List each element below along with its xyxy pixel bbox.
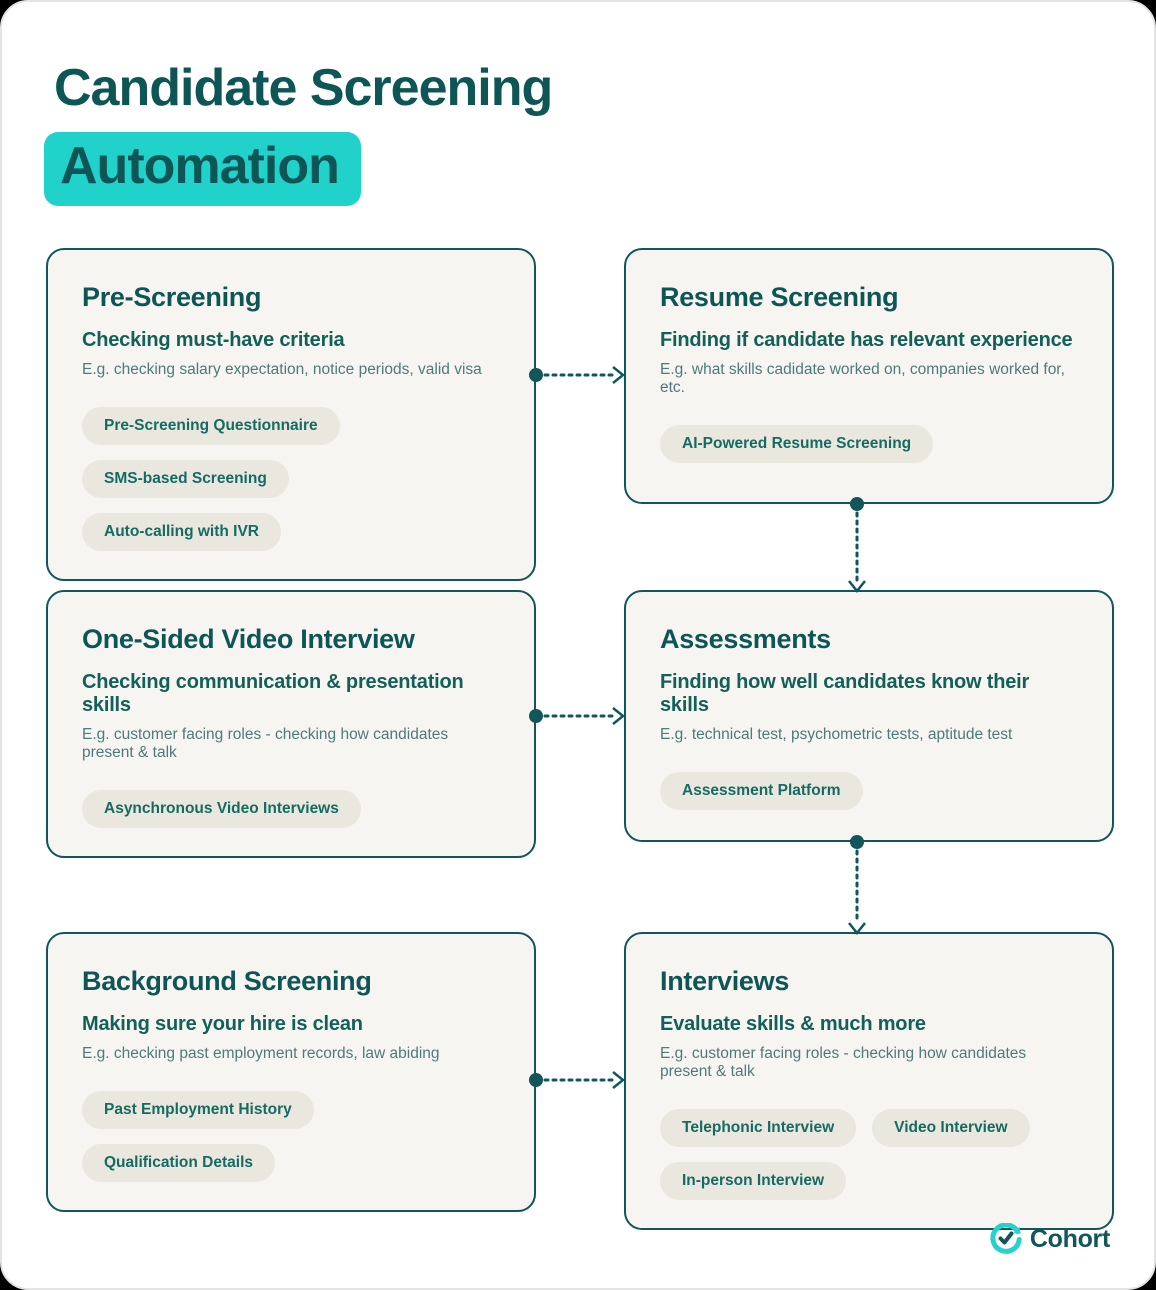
card-title: Interviews xyxy=(660,966,790,996)
tag-pill: Video Interview xyxy=(872,1109,1030,1147)
tag-list: Assessment Platform xyxy=(660,772,1078,810)
card-background-screening: Background Screening Making sure your hi… xyxy=(46,932,536,1212)
card-resume-screening: Resume Screening Finding if candidate ha… xyxy=(624,248,1114,504)
arrow-pre-screening-to-resume xyxy=(529,366,626,384)
card-subtitle: Making sure your hire is clean xyxy=(82,1013,363,1035)
page-title-highlight: Automation xyxy=(44,132,361,206)
arrow-background-to-interviews xyxy=(529,1071,626,1089)
tag-pill: In-person Interview xyxy=(660,1162,847,1200)
tag-pill: SMS-based Screening xyxy=(82,460,289,498)
tag-pill: Qualification Details xyxy=(82,1144,276,1182)
tag-pill: Telephonic Interview xyxy=(660,1109,857,1147)
cohort-logo-icon xyxy=(990,1223,1022,1254)
tag-pill: Pre-Screening Questionnaire xyxy=(82,407,340,445)
card-one-sided-video-interview: One-Sided Video Interview Checking commu… xyxy=(46,590,536,858)
brand-footer: Cohort xyxy=(990,1223,1110,1255)
brand-name: Cohort xyxy=(1029,1224,1110,1253)
card-example: E.g. checking past employment records, l… xyxy=(82,1045,440,1062)
card-example: E.g. checking salary expectation, notice… xyxy=(82,361,482,378)
card-title: Assessments xyxy=(660,624,831,654)
card-title: Resume Screening xyxy=(660,282,899,312)
tag-pill: Asynchronous Video Interviews xyxy=(82,790,361,828)
tag-pill: Past Employment History xyxy=(82,1091,314,1129)
arrow-resume-to-assessments xyxy=(848,497,866,594)
card-interviews: Interviews Evaluate skills & much more E… xyxy=(624,932,1114,1230)
tag-list: Past Employment History Qualification De… xyxy=(82,1091,500,1182)
arrow-video-to-assessments xyxy=(529,707,626,725)
card-title: One-Sided Video Interview xyxy=(82,624,415,654)
tag-list: Pre-Screening Questionnaire SMS-based Sc… xyxy=(82,407,500,551)
tag-pill: Assessment Platform xyxy=(660,772,863,810)
tag-pill: AI-Powered Resume Screening xyxy=(660,425,934,463)
card-title: Pre-Screening xyxy=(82,282,262,312)
card-assessments: Assessments Finding how well candidates … xyxy=(624,590,1114,842)
card-pre-screening: Pre-Screening Checking must-have criteri… xyxy=(46,248,536,581)
card-subtitle: Evaluate skills & much more xyxy=(660,1013,926,1035)
tag-list: Asynchronous Video Interviews xyxy=(82,790,500,828)
tag-list: AI-Powered Resume Screening xyxy=(660,425,1078,463)
card-subtitle: Finding if candidate has relevant experi… xyxy=(660,329,1073,351)
card-title: Background Screening xyxy=(82,966,372,996)
page-title-line2: Automation xyxy=(60,137,340,195)
card-example: E.g. technical test, psychometric tests,… xyxy=(660,726,1013,743)
arrow-assessments-to-interviews xyxy=(848,835,866,936)
tag-pill: Auto-calling with IVR xyxy=(82,513,281,551)
card-subtitle: Checking communication & presentation sk… xyxy=(82,671,464,716)
page-title: Candidate Screening xyxy=(54,59,553,117)
card-example: E.g. customer facing roles - checking ho… xyxy=(660,1045,1027,1080)
card-example: E.g. what skills cadidate worked on, com… xyxy=(660,361,1065,396)
card-subtitle: Finding how well candidates know their s… xyxy=(660,671,1030,716)
card-example: E.g. customer facing roles - checking ho… xyxy=(82,726,449,761)
card-subtitle: Checking must-have criteria xyxy=(82,329,345,351)
tag-list: Telephonic Interview Video Interview In-… xyxy=(660,1109,1078,1200)
